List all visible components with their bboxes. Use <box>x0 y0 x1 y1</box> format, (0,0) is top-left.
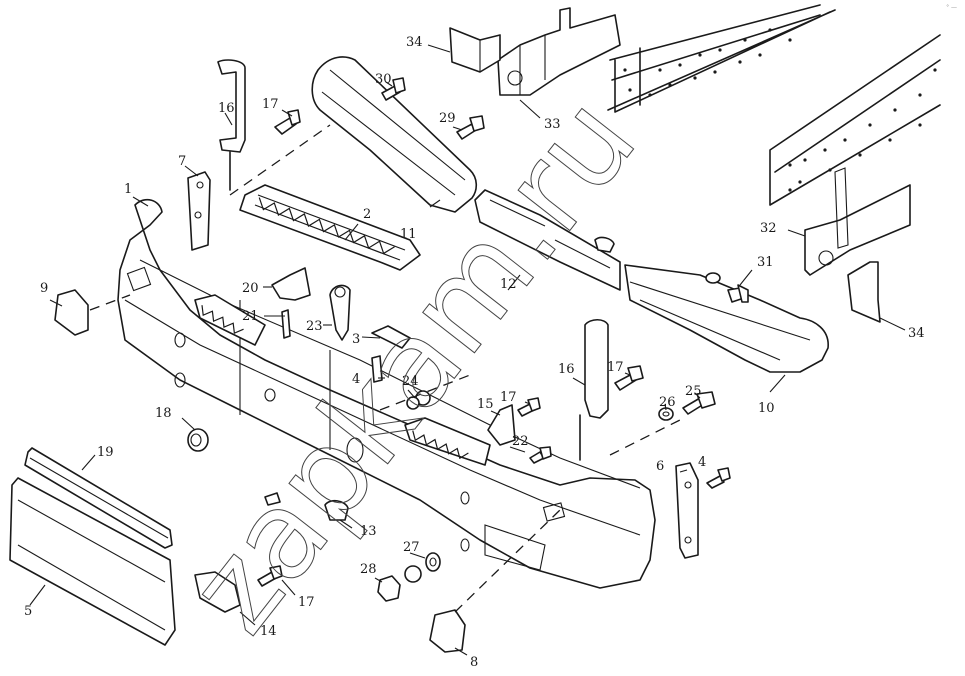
callout-14: 14 <box>260 624 277 639</box>
clip-13 <box>324 499 349 521</box>
step-plate-left-inset <box>194 294 266 346</box>
callout-1: 1 <box>124 182 133 197</box>
washer-31 <box>705 272 721 284</box>
callout-10: 10 <box>758 401 775 416</box>
callout-29: 29 <box>439 111 456 126</box>
callout-15: 15 <box>477 397 494 412</box>
plug-8 <box>429 609 466 653</box>
washer-27 <box>425 552 441 572</box>
watermark-text: zapkam.ru <box>163 73 663 658</box>
callout-22: 22 <box>512 434 529 449</box>
corner-mark: ° — <box>946 4 957 11</box>
support-arm-16-right <box>579 318 609 461</box>
callout-24: 24 <box>402 374 419 389</box>
bolts <box>257 77 749 587</box>
bumper-beam-12 <box>474 189 621 291</box>
callout-2: 2 <box>363 207 372 222</box>
callout-23: 23 <box>306 319 323 334</box>
callout-4: 4 <box>698 455 707 470</box>
callout-27: 27 <box>403 540 420 555</box>
callout-20: 20 <box>242 281 259 296</box>
bracket-15 <box>487 404 516 446</box>
callout-16: 16 <box>558 362 575 377</box>
bracket-7 <box>187 171 211 251</box>
callout-19: 19 <box>97 445 114 460</box>
leader-lines <box>29 44 906 656</box>
frame-bracket-33 <box>497 7 621 96</box>
callout-28: 28 <box>360 562 377 577</box>
callout-31: 31 <box>757 255 774 270</box>
callout-30: 30 <box>375 72 392 87</box>
bracket-3 <box>371 325 411 349</box>
callout-16: 16 <box>218 101 235 116</box>
callout-17: 17 <box>298 595 315 610</box>
callout-33: 33 <box>544 117 561 132</box>
step-plate-center-inset <box>404 417 491 466</box>
callout-34: 34 <box>406 35 423 50</box>
grommet-18 <box>187 428 209 452</box>
callout-7: 7 <box>178 154 187 169</box>
gusset-34-right <box>847 261 881 323</box>
callout-17: 17 <box>262 97 279 112</box>
callout-32: 32 <box>760 221 777 236</box>
plug-9 <box>54 289 89 336</box>
callout-3: 3 <box>352 332 361 347</box>
license-plate-frame-5 <box>9 477 176 646</box>
nut-28 <box>377 575 401 602</box>
callout-26: 26 <box>659 395 676 410</box>
bumper-reinforcement-11 <box>311 56 478 213</box>
plate-bracket-14 <box>194 571 241 613</box>
callout-9: 9 <box>40 281 49 296</box>
gusset-34-top <box>449 27 501 73</box>
trim-strip-19 <box>24 447 173 549</box>
frame-bracket-32 <box>804 167 911 276</box>
frame-rail-upper <box>607 4 836 113</box>
callout-18: 18 <box>155 406 172 421</box>
callout-34: 34 <box>908 326 925 341</box>
callout-21: 21 <box>242 309 259 324</box>
support-arm-16-left <box>217 59 246 191</box>
callout-4: 4 <box>352 372 361 387</box>
callout-8: 8 <box>470 655 479 670</box>
bracket-6 <box>675 462 699 559</box>
callout-6: 6 <box>656 459 665 474</box>
step-plate-2 <box>239 184 421 271</box>
callout-11: 11 <box>400 227 417 242</box>
callout-13: 13 <box>360 524 377 539</box>
callout-5: 5 <box>24 604 33 619</box>
bumper-reinforcement-10 <box>624 264 829 373</box>
callout-17: 17 <box>607 360 624 375</box>
nut-27b <box>404 565 422 583</box>
callout-12: 12 <box>500 277 517 292</box>
callout-17: 17 <box>500 390 517 405</box>
tow-pin-23 <box>329 284 351 341</box>
assembly-lines <box>89 124 681 613</box>
frame-rail-lower <box>769 34 941 206</box>
callout-25: 25 <box>685 384 702 399</box>
hook-bracket-20 <box>271 267 311 301</box>
